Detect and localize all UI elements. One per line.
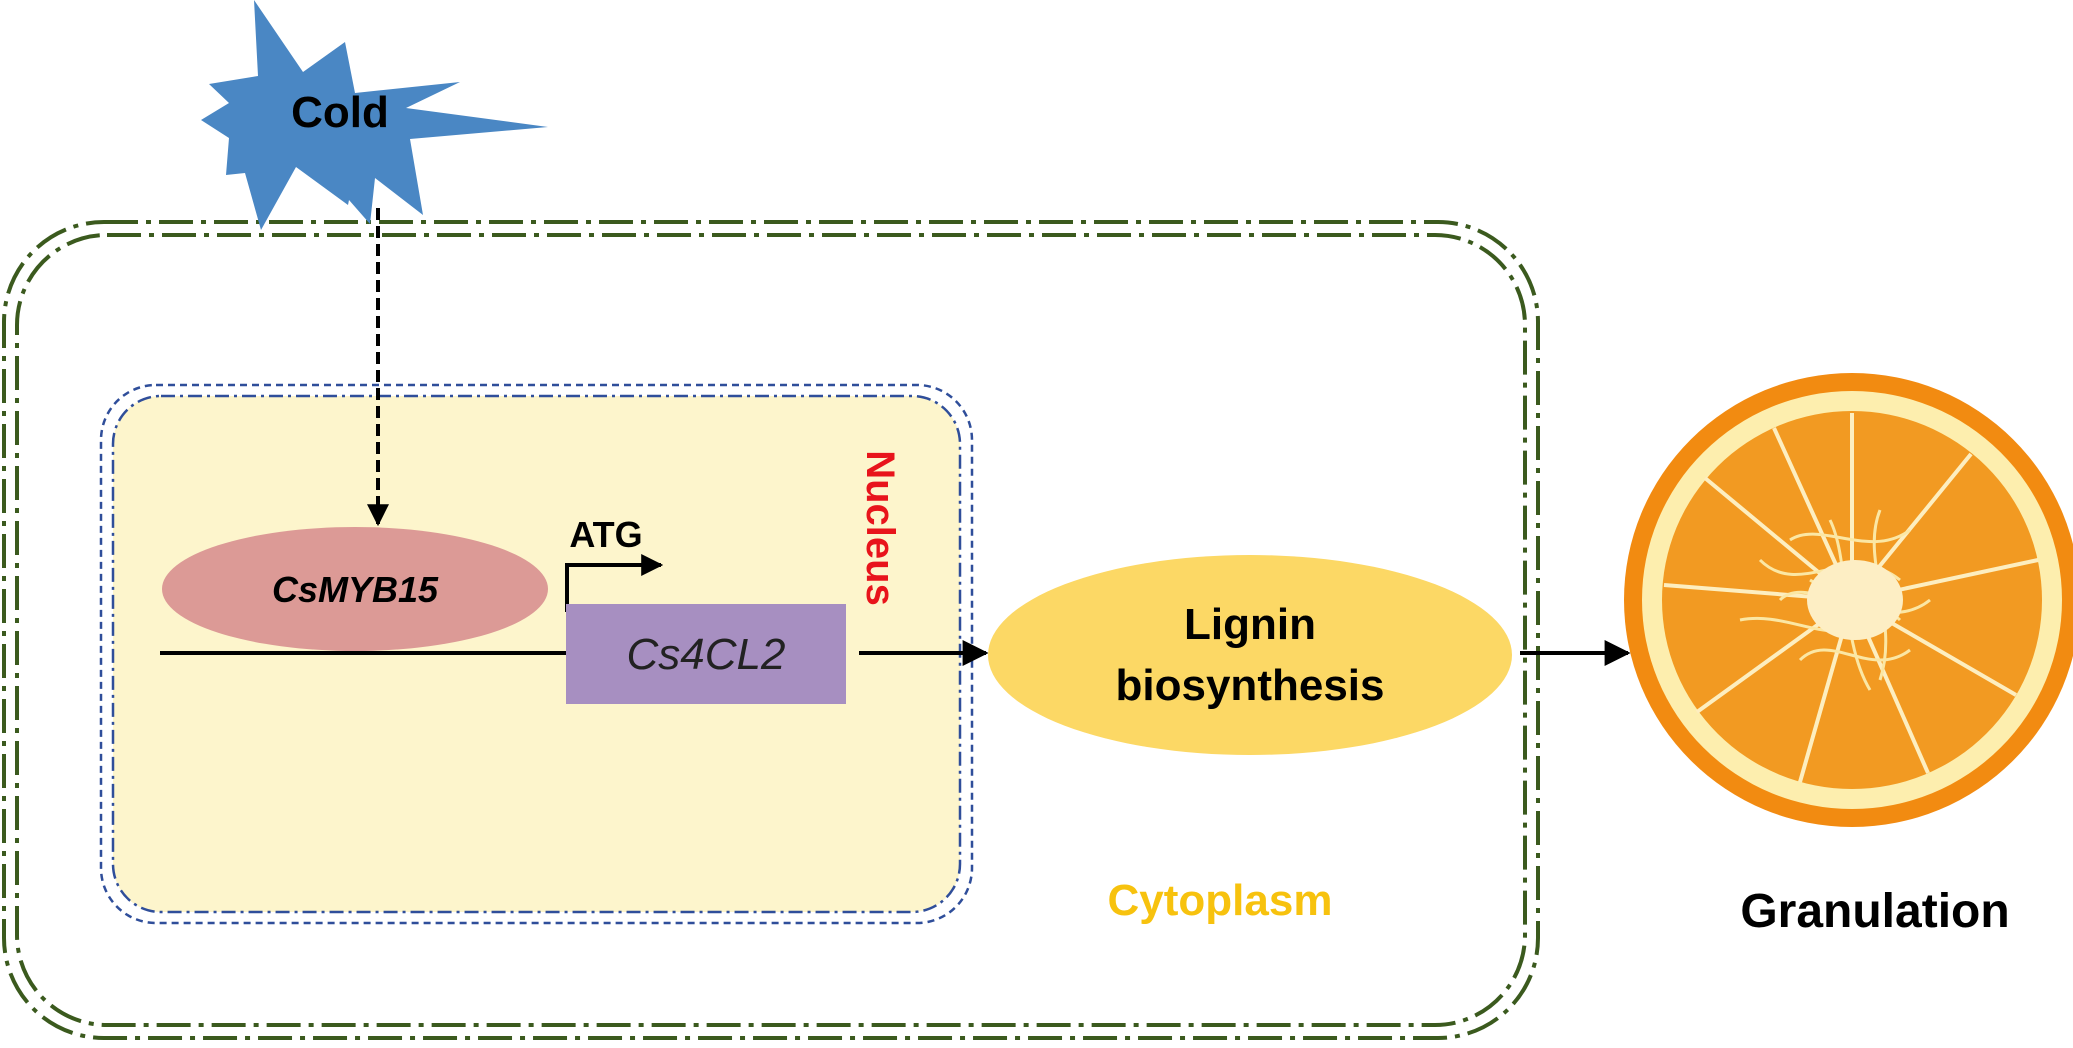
start-codon-label: ATG: [569, 514, 642, 555]
gene-box: [566, 604, 846, 704]
burst-star-icon: [201, 0, 548, 230]
cytoplasm-label: Cytoplasm: [1108, 876, 1333, 925]
tf-label: CsMYB15: [272, 569, 439, 610]
orange-core: [1807, 560, 1903, 640]
nucleus-label: Nucleus: [858, 450, 902, 606]
lignin-label-line1: Lignin: [1184, 600, 1316, 649]
cell-membrane: [2, 220, 1540, 1040]
lignin-biosynthesis: Lignin biosynthesis: [988, 555, 1512, 755]
cell-membrane-outer: [2, 220, 1540, 1040]
tss-arrow: [565, 554, 664, 612]
transcription-factor: CsMYB15: [162, 527, 548, 651]
transcription-start-site: ATG: [565, 514, 664, 612]
cold-signal: Cold: [201, 0, 548, 230]
cold-label: Cold: [291, 88, 389, 137]
cell-membrane-inner: [15, 233, 1527, 1027]
granulation-label: Granulation: [1740, 885, 2009, 938]
target-gene: Cs4CL2: [566, 604, 846, 704]
lignin-ellipse: [988, 555, 1512, 755]
gene-label: Cs4CL2: [627, 630, 786, 679]
tf-ellipse: [162, 527, 548, 651]
sliced-orange-photo-icon: [1624, 373, 2073, 827]
lignin-label-line2: biosynthesis: [1116, 661, 1385, 710]
